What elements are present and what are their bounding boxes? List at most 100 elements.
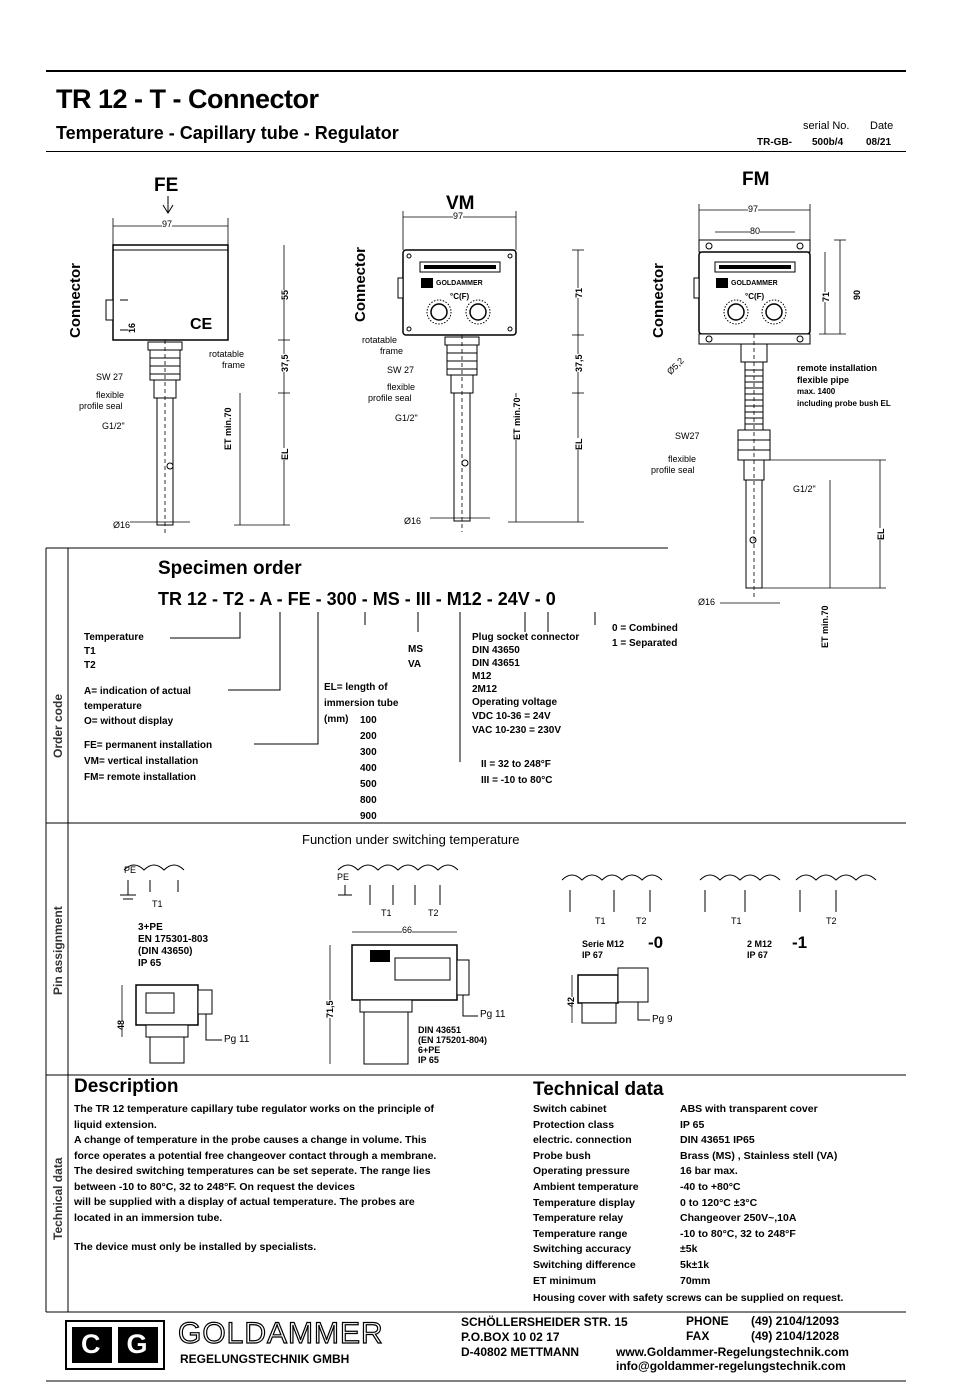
page-title: TR 12 - T - Connector	[56, 84, 319, 114]
pg9-label: Pg 9	[652, 1014, 673, 1025]
el-label: EL= length of immersion tube (mm)	[324, 682, 399, 725]
phone-label: PHONE	[686, 1314, 729, 1328]
serial-label: serial No.	[803, 120, 850, 132]
fe-title: FE	[154, 175, 179, 196]
fm-sw-label: SW27	[675, 431, 700, 441]
m12b-label: 2 M12 IP 67	[747, 939, 773, 960]
fm-dim-el: EL	[876, 528, 886, 540]
vm-dia-label: Ø16	[404, 516, 422, 526]
company-logo: CG	[72, 1327, 158, 1363]
temperature-label: Temperature	[84, 632, 144, 643]
voltage-options: Operating voltage VDC 10-36 = 24V VAC 10…	[472, 697, 562, 736]
date-label: Date	[870, 120, 894, 132]
order-section-label: Order code	[51, 693, 65, 758]
fe-rotatable-label: rotatable	[209, 349, 245, 359]
indication-a: A= indication of actual	[84, 686, 191, 697]
fe-frame-label: frame	[222, 360, 246, 370]
fm-flex-label: flexible	[668, 454, 697, 464]
techdata-row: Ambient temperature-40 to +80°C	[533, 1180, 741, 1193]
fe-dim-el: EL	[280, 448, 290, 460]
email-link[interactable]: info@goldammer-regelungstechnik.com	[616, 1359, 846, 1373]
m12-code: -0	[648, 933, 664, 952]
vm-drawing	[397, 211, 584, 532]
fm-seal-label: profile seal	[651, 465, 695, 475]
pin-heading: Function under switching temperature	[302, 832, 520, 847]
fe-thread-label: G1/2"	[102, 421, 125, 431]
fm-remote-line3: max. 1400	[797, 387, 836, 396]
vm-dim-71: 71	[574, 287, 584, 298]
company-name: GOLDAMMER	[177, 1317, 384, 1350]
combined-options: 0 = Combined 1 = Separated	[612, 623, 678, 649]
ce-mark: CE	[190, 316, 213, 333]
fe-seal-label: profile seal	[79, 401, 123, 411]
techdata-heading: Technical data	[533, 1079, 664, 1100]
vm-dim-el: EL	[574, 438, 584, 450]
material-options: MS VA	[408, 644, 423, 670]
install-options: FE= permanent installation VM= vertical …	[84, 738, 212, 786]
vm-unit: °C(F)	[450, 292, 470, 301]
fe-flex-label: flexible	[96, 390, 125, 400]
vm-brand: GOLDAMMER	[436, 280, 483, 287]
logo-text: CG	[81, 1329, 174, 1359]
description-heading: Description	[74, 1076, 179, 1097]
vm-title: VM	[446, 193, 475, 214]
fe-dim-97: 97	[162, 219, 173, 229]
vm-dim-97: 97	[453, 211, 464, 221]
techdata-row: Switching accuracy±5k	[533, 1243, 698, 1256]
fm-brand: GOLDAMMER	[731, 280, 778, 287]
fm-remote-line2: flexible pipe	[797, 375, 850, 385]
pg11-label-2: Pg 11	[480, 1009, 506, 1020]
order-code-lines	[170, 612, 596, 762]
fm-drawing	[693, 204, 886, 604]
fe-dim-375: 37,5	[280, 354, 290, 372]
dim-66: 66	[402, 925, 413, 935]
header-rule	[46, 151, 906, 152]
pin4-t1: T1	[731, 916, 742, 926]
indication-options: A= indication of actual temperature O= w…	[84, 684, 191, 729]
vm-rotatable-label: rotatable	[362, 335, 398, 345]
install-fm: FM= remote installation	[84, 772, 196, 783]
vm-frame-label: frame	[380, 346, 404, 356]
pin2-t1: T1	[381, 908, 392, 918]
pin2-pe: PE	[337, 872, 350, 882]
vm-seal-label: profile seal	[368, 393, 412, 403]
pin1-t1: T1	[152, 899, 163, 909]
vm-sw-label: SW 27	[387, 365, 415, 375]
vm-dim-et: ET min.70	[512, 397, 522, 440]
install-vm: VM= vertical installation	[84, 756, 199, 767]
fm-dia-label: Ø16	[698, 597, 716, 607]
fm-title: FM	[742, 169, 770, 190]
fm-connector-label: Connector	[650, 263, 667, 338]
fe-dim-et: ET min.70	[223, 407, 233, 450]
address: SCHÖLLERSHEIDER STR. 15 P.O.BOX 10 02 17…	[461, 1315, 628, 1359]
fe-drawing	[105, 196, 290, 535]
description-note: The device must only be installed by spe…	[74, 1241, 317, 1253]
pg11-label-1: Pg 11	[224, 1034, 250, 1045]
fm-dim-97: 97	[748, 204, 759, 214]
fax-label: FAX	[686, 1329, 710, 1343]
website-link[interactable]: www.Goldammer-Regelungstechnik.com	[616, 1345, 849, 1359]
fm-dim-80: 80	[750, 226, 761, 236]
fe-dim-16: 16	[127, 322, 137, 333]
fax-value: (49) 2104/12028	[751, 1329, 840, 1343]
range-options: II = 32 to 248°F III = -10 to 80°C	[481, 759, 553, 786]
vm-thread-label: G1/2"	[395, 413, 418, 423]
standard-2: DIN 43651 (EN 175201-804) 6+PE IP 65	[418, 1025, 488, 1065]
connector-plugs	[121, 931, 650, 1065]
order-code: TR 12 - T2 - A - FE - 300 - MS - III - M…	[158, 589, 556, 609]
temperature-t1: T1	[84, 646, 96, 657]
dim-48: 48	[116, 1019, 126, 1030]
techdata-row: Temperature range-10 to 80°C, 32 to 248°…	[533, 1227, 796, 1240]
fm-thread-label: G1/2"	[793, 484, 816, 494]
fm-unit: °C(F)	[745, 292, 765, 301]
phone-value: (49) 2104/12093	[751, 1314, 840, 1328]
page-subtitle: Temperature - Capillary tube - Regulator	[56, 123, 399, 143]
